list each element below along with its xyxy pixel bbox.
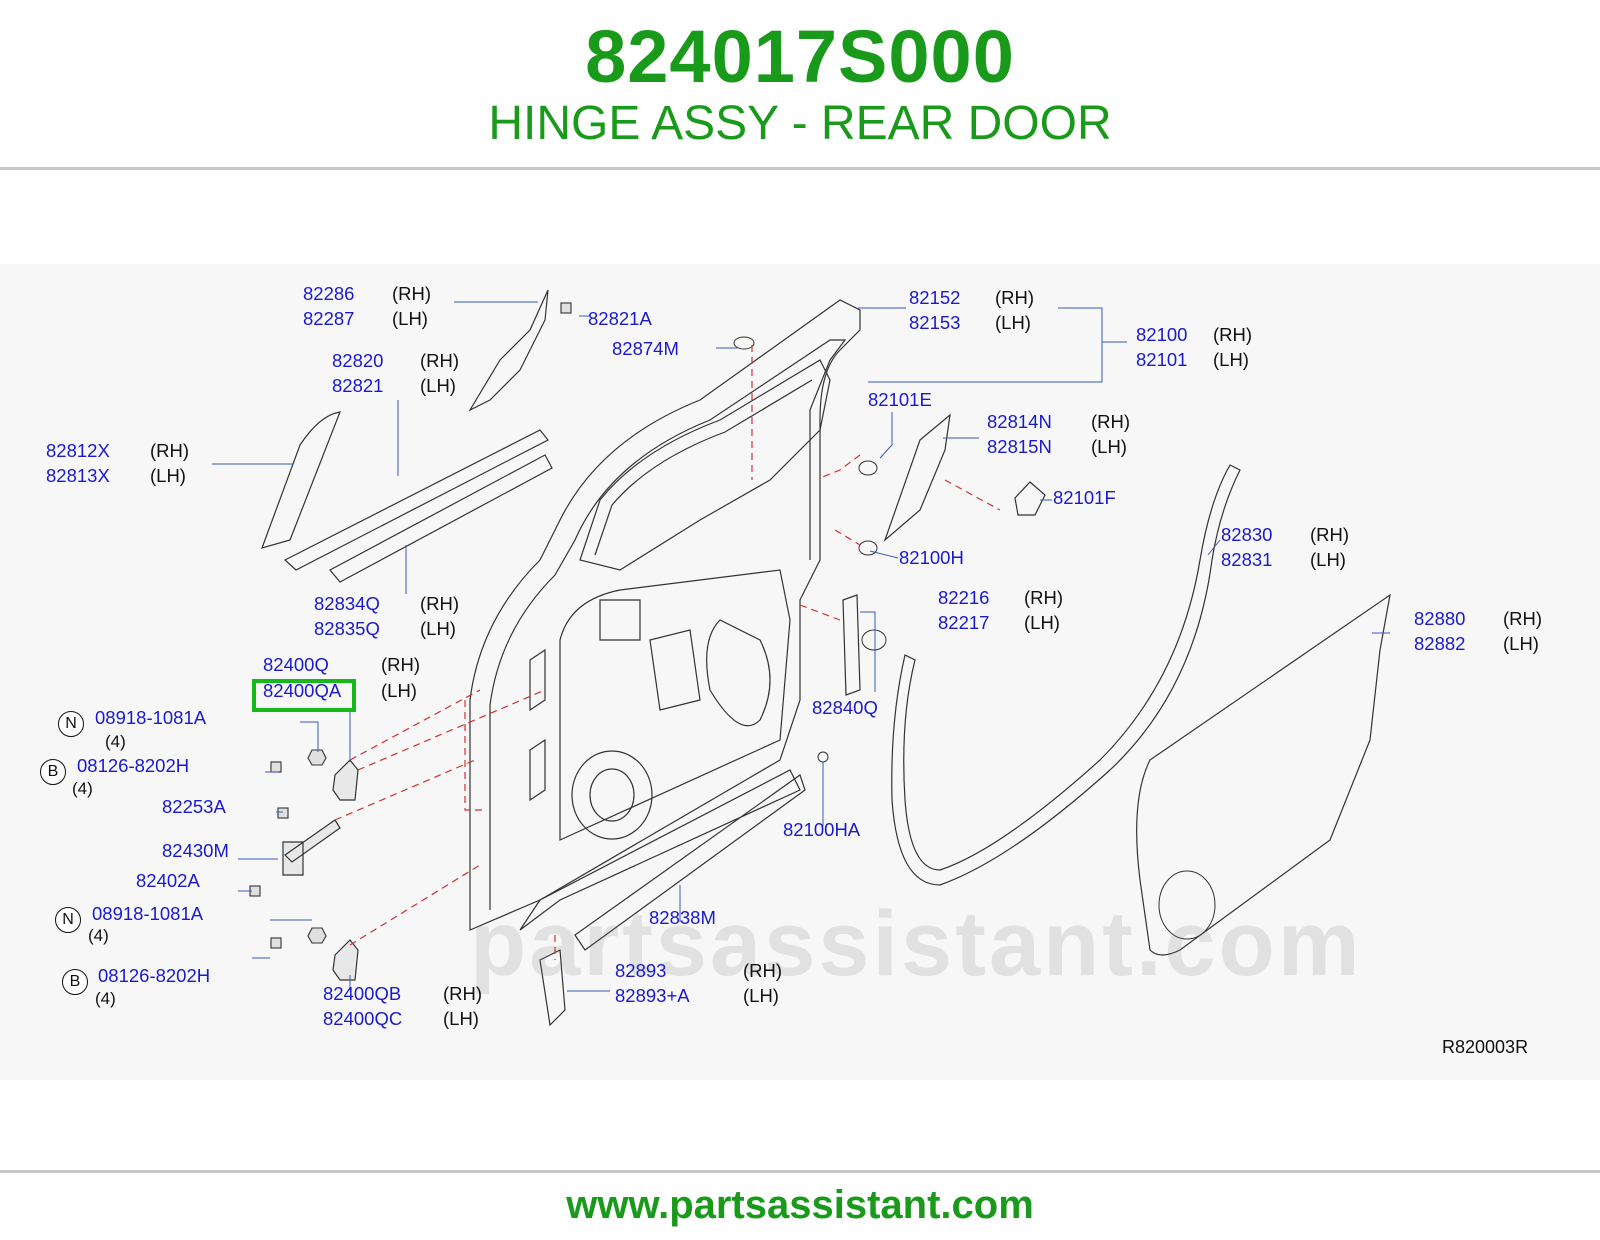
part-callout-82400QC[interactable]: 82400QC [323,1008,403,1029]
diagram-reference: R820003R [1442,1037,1529,1057]
footer-divider [0,1170,1600,1173]
header-divider [0,167,1600,170]
part-callout-82217[interactable]: 82217 [938,612,990,633]
side-indicator: (RH) [420,350,460,371]
part-callout-82101E[interactable]: 82101E [868,389,932,410]
part-callout-82821A[interactable]: 82821A [588,308,652,329]
part-callout-82153[interactable]: 82153 [909,312,961,333]
prefix-circle: B [62,969,88,995]
lower-hinge [332,939,359,981]
corner-trim [883,413,951,542]
part-callout-82830[interactable]: 82830 [1221,524,1273,545]
side-indicator: (RH) [150,440,190,461]
door-check [282,819,341,876]
diagram-drawing [212,289,1391,1027]
side-indicator: (RH) [743,960,783,981]
part-callout-82100[interactable]: 82100 [1136,324,1188,345]
lower-bracket [539,949,566,1027]
side-indicator: (LH) [1091,436,1127,457]
part-callout-08126-8202H-2[interactable]: 08126-8202H [98,965,211,986]
highlighted-part-box [252,679,356,712]
part-callout-82100H[interactable]: 82100H [899,547,964,568]
side-indicator: (RH) [443,983,483,1004]
side-indicator: (RH) [1024,587,1064,608]
quantity-label: (4) [105,732,126,751]
part-callout-82831[interactable]: 82831 [1221,549,1273,570]
quarter-glass [261,411,341,549]
part-callout-82100HA[interactable]: 82100HA [783,819,861,840]
part-callout-82813X[interactable]: 82813X [46,465,110,486]
side-indicator: (RH) [1213,324,1253,345]
side-indicator: (LH) [420,375,456,396]
part-callout-82287[interactable]: 82287 [303,308,355,329]
part-callout-82874M[interactable]: 82874M [612,338,679,359]
prefix-circle: B [40,759,66,785]
part-callout-82838M[interactable]: 82838M [649,907,716,928]
side-indicator: (RH) [1091,411,1131,432]
part-callout-82430M[interactable]: 82430M [162,840,229,861]
quantity-label: (4) [72,779,93,798]
side-indicator: (LH) [381,680,417,701]
part-callout-08918-1081A-2[interactable]: 08918-1081A [92,903,204,924]
outer-moulding [283,429,549,571]
part-callout-82835Q[interactable]: 82835Q [314,618,380,639]
side-indicator: (LH) [995,312,1031,333]
side-indicator: (LH) [392,308,428,329]
prefix-circle: N [58,711,84,737]
part-callout-08918-1081A-1[interactable]: 08918-1081A [95,707,207,728]
part-callout-82882[interactable]: 82882 [1414,633,1466,654]
weatherstrip [891,464,1241,886]
parts-diagram: partsassistant.com [0,264,1600,1080]
side-indicator: (LH) [443,1008,479,1029]
side-indicator: (LH) [1024,612,1060,633]
upper-hinge [332,759,359,801]
side-indicator: (RH) [381,654,421,675]
part-callout-82880[interactable]: 82880 [1414,608,1466,629]
side-indicator: (LH) [1310,549,1346,570]
part-callout-82814N[interactable]: 82814N [987,411,1052,432]
side-indicator: (RH) [1310,524,1350,545]
part-callout-82815N[interactable]: 82815N [987,436,1052,457]
dashed-indicator-lines [334,345,1001,960]
prefix-circle: N [55,907,81,933]
side-indicator: (LH) [1503,633,1539,654]
side-indicator: (LH) [1213,349,1249,370]
sealing-screen [1136,593,1391,956]
part-callout-82834Q[interactable]: 82834Q [314,593,380,614]
part-callout-82820[interactable]: 82820 [332,350,384,371]
watermark: partsassistant.com [470,893,1363,995]
footer-url[interactable]: www.partsassistant.com [566,1183,1034,1227]
part-callout-82400QB[interactable]: 82400QB [323,983,402,1004]
quantity-label: (4) [95,989,116,1008]
part-callout-82101[interactable]: 82101 [1136,349,1188,370]
door-shell [469,299,861,931]
part-callout-82152[interactable]: 82152 [909,287,961,308]
side-indicator: (LH) [150,465,186,486]
part-callout-82101F[interactable]: 82101F [1053,487,1116,508]
part-number-title: 824017S000 [585,15,1015,98]
side-indicator: (RH) [420,593,460,614]
part-callout-82400Q[interactable]: 82400Q [263,654,329,675]
side-indicator: (RH) [1503,608,1543,629]
part-callout-82821[interactable]: 82821 [332,375,384,396]
part-callout-82400QA[interactable]: 82400QA [263,680,342,701]
sash-trim [468,289,549,412]
side-indicator: (LH) [420,618,456,639]
part-callout-82840Q[interactable]: 82840Q [812,697,878,718]
part-callout-82812X[interactable]: 82812X [46,440,110,461]
part-callout-82216[interactable]: 82216 [938,587,990,608]
part-callout-82893[interactable]: 82893 [615,960,667,981]
leader-lines [212,301,1390,992]
side-indicator: (LH) [743,985,779,1006]
part-name-subtitle: HINGE ASSY - REAR DOOR [488,97,1112,150]
part-callout-82253A[interactable]: 82253A [162,796,226,817]
sill-strip [574,774,806,951]
side-indicator: (RH) [995,287,1035,308]
part-callout-82893A[interactable]: 82893+A [615,985,690,1006]
quantity-label: (4) [88,926,109,945]
part-callout-82286[interactable]: 82286 [303,283,355,304]
part-callout-82402A[interactable]: 82402A [136,870,200,891]
side-indicator: (RH) [392,283,432,304]
part-callout-08126-8202H-1[interactable]: 08126-8202H [77,755,190,776]
